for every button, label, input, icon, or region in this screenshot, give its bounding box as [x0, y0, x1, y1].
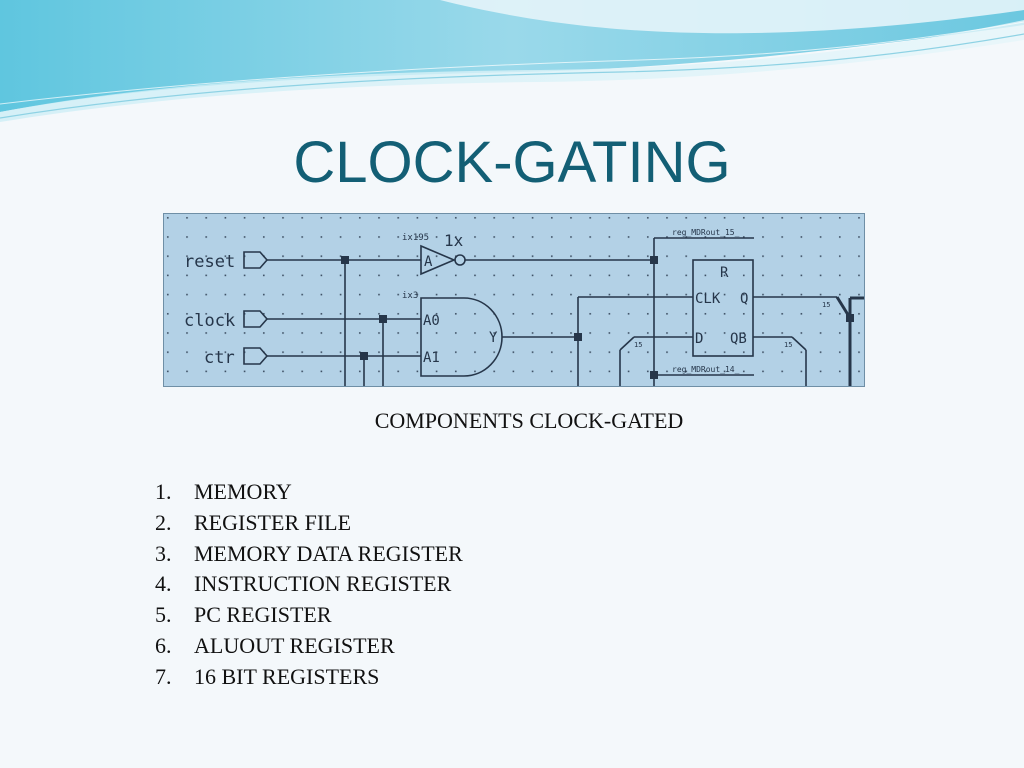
list-item: 6. ALUOUT REGISTER [155, 631, 463, 662]
list-item-label: ALUOUT REGISTER [194, 632, 395, 658]
clock-gating-schematic: reset clock ctr ix195 1x A ix3 A0 A1 Y R… [163, 213, 865, 387]
and-pin-a1-label: A1 [423, 350, 440, 366]
ctr-port [243, 347, 269, 365]
list-item: 7. 16 BIT REGISTERS [155, 662, 463, 693]
ff-pin-q-label: Q [740, 291, 748, 307]
ff-pin-clk-label: CLK [695, 291, 721, 307]
list-item-number: 4. [155, 571, 172, 597]
list-item: 4. INSTRUCTION REGISTER [155, 569, 463, 600]
list-item: 1. MEMORY [155, 477, 463, 508]
and-pin-y-label: Y [489, 330, 498, 346]
bus-width-label-2: 15 [784, 341, 792, 349]
bus-width-label-1: 15 [634, 341, 642, 349]
list-item-label: INSTRUCTION REGISTER [194, 571, 452, 597]
list-item-number: 2. [155, 509, 172, 535]
list-item-label: PC REGISTER [194, 602, 332, 628]
list-item: 2. REGISTER FILE [155, 508, 463, 539]
list-item-label: MEMORY [194, 479, 292, 504]
and-gate-symbol [420, 297, 503, 377]
header-wave-decoration [0, 0, 1024, 122]
inverter-size-label: 1x [444, 231, 464, 250]
inverter-symbol [420, 244, 457, 276]
list-item-label: 16 BIT REGISTERS [194, 663, 380, 689]
inverter-pin-a-label: A [424, 254, 433, 270]
and-instance-label: ix3 [402, 291, 418, 301]
list-item-number: 6. [155, 632, 172, 658]
clock-label: clock [184, 311, 235, 331]
list-item-number: 7. [155, 663, 172, 689]
list-item-label: MEMORY DATA REGISTER [194, 540, 463, 566]
reset-port [243, 251, 269, 269]
clock-port [243, 310, 269, 328]
net-label-top: reg_MDRout_15_ [672, 228, 740, 237]
list-item-label: REGISTER FILE [194, 509, 352, 535]
and-pin-a0-label: A0 [423, 313, 440, 329]
list-item-number: 3. [155, 540, 172, 566]
schematic-drawing: reset clock ctr ix195 1x A ix3 A0 A1 Y R… [164, 214, 864, 386]
clock-gated-components-list: 1. MEMORY 2. REGISTER FILE 3. MEMORY DATA R… [155, 477, 463, 693]
list-item-number: 5. [155, 602, 172, 628]
net-label-bottom: reg_MDRout_14_ [672, 365, 740, 374]
ff-pin-d-label: D [695, 331, 703, 347]
flipflop-symbol [692, 259, 754, 357]
list-item: 5. PC REGISTER [155, 600, 463, 631]
reset-label: reset [184, 252, 235, 272]
list-item: 3. MEMORY DATA REGISTER [155, 539, 463, 570]
list-item-number: 1. [155, 479, 172, 504]
slide-title: CLOCK-GATING [293, 130, 731, 195]
schematic-caption: COMPONENTS CLOCK-GATED [374, 408, 684, 433]
ctr-label: ctr [204, 348, 235, 368]
bus-width-label-3: 15 [822, 301, 830, 309]
ff-pin-r-label: R [720, 265, 729, 281]
inverter-instance-label: ix195 [402, 233, 429, 243]
ff-pin-qb-label: QB [730, 331, 747, 347]
